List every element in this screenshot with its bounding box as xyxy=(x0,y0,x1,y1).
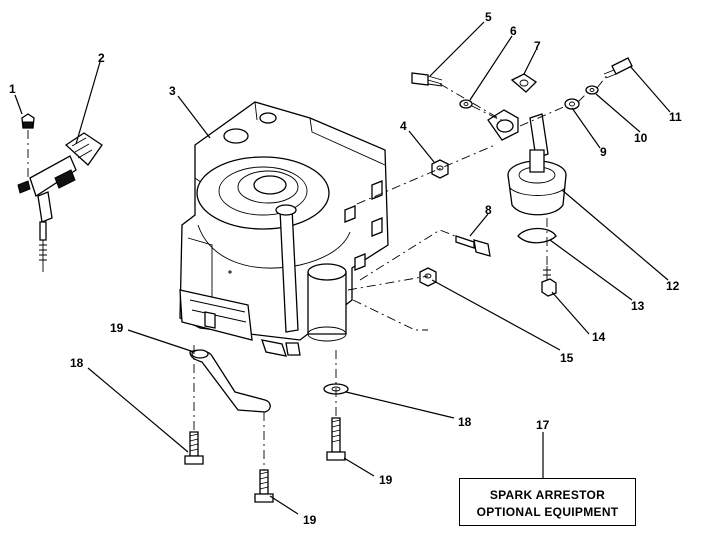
callout-4: 4 xyxy=(400,119,407,133)
leader-lines xyxy=(14,21,671,515)
spark-arrestor-note: SPARK ARRESTOR OPTIONAL EQUIPMENT xyxy=(459,478,636,526)
callout-12: 12 xyxy=(666,279,680,293)
callout-15: 15 xyxy=(560,351,574,365)
callout-labels: 1 2 3 4 5 6 7 8 9 10 11 12 13 14 15 17 1… xyxy=(9,10,682,527)
callout-1: 1 xyxy=(9,82,16,96)
note-line-1: SPARK ARRESTOR xyxy=(489,488,606,502)
callout-19-top: 19 xyxy=(110,321,124,335)
callout-6: 6 xyxy=(510,24,517,38)
callout-19-bottom: 19 xyxy=(303,513,317,527)
callout-2: 2 xyxy=(98,51,105,65)
callout-17: 17 xyxy=(536,418,550,432)
callout-9: 9 xyxy=(600,145,607,159)
callout-5: 5 xyxy=(485,10,492,24)
callout-14: 14 xyxy=(592,330,606,344)
callout-13: 13 xyxy=(631,299,645,313)
callout-7: 7 xyxy=(534,39,541,53)
engine-hardware xyxy=(347,144,557,331)
callout-11: 11 xyxy=(669,110,682,124)
callout-19-right: 19 xyxy=(379,473,393,487)
callout-3: 3 xyxy=(169,84,176,98)
engine-assembly xyxy=(179,101,389,357)
callout-8: 8 xyxy=(485,203,492,217)
note-line-2: OPTIONAL EQUIPMENT xyxy=(476,505,619,519)
throttle-control-assembly xyxy=(17,113,103,272)
callout-18-left: 18 xyxy=(70,356,84,370)
callout-18-right: 18 xyxy=(458,415,472,429)
muffler-assembly xyxy=(411,57,633,216)
callout-10: 10 xyxy=(634,131,648,145)
mounting-hardware xyxy=(184,345,349,503)
